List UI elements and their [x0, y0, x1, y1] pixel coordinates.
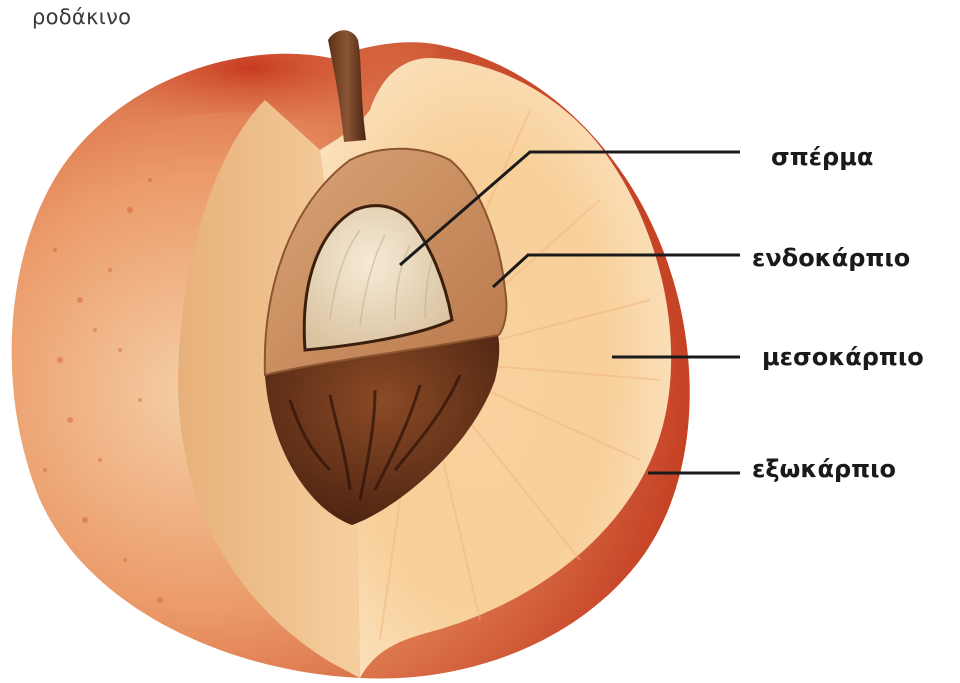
label-exocarp: εξωκάρπιο	[752, 455, 896, 483]
label-endocarp: ενδοκάρπιο	[752, 244, 910, 272]
label-mesocarp: μεσοκάρπιο	[762, 343, 924, 371]
diagram-title: ροδάκινο	[32, 5, 131, 29]
label-seed: σπέρμα	[771, 143, 873, 171]
